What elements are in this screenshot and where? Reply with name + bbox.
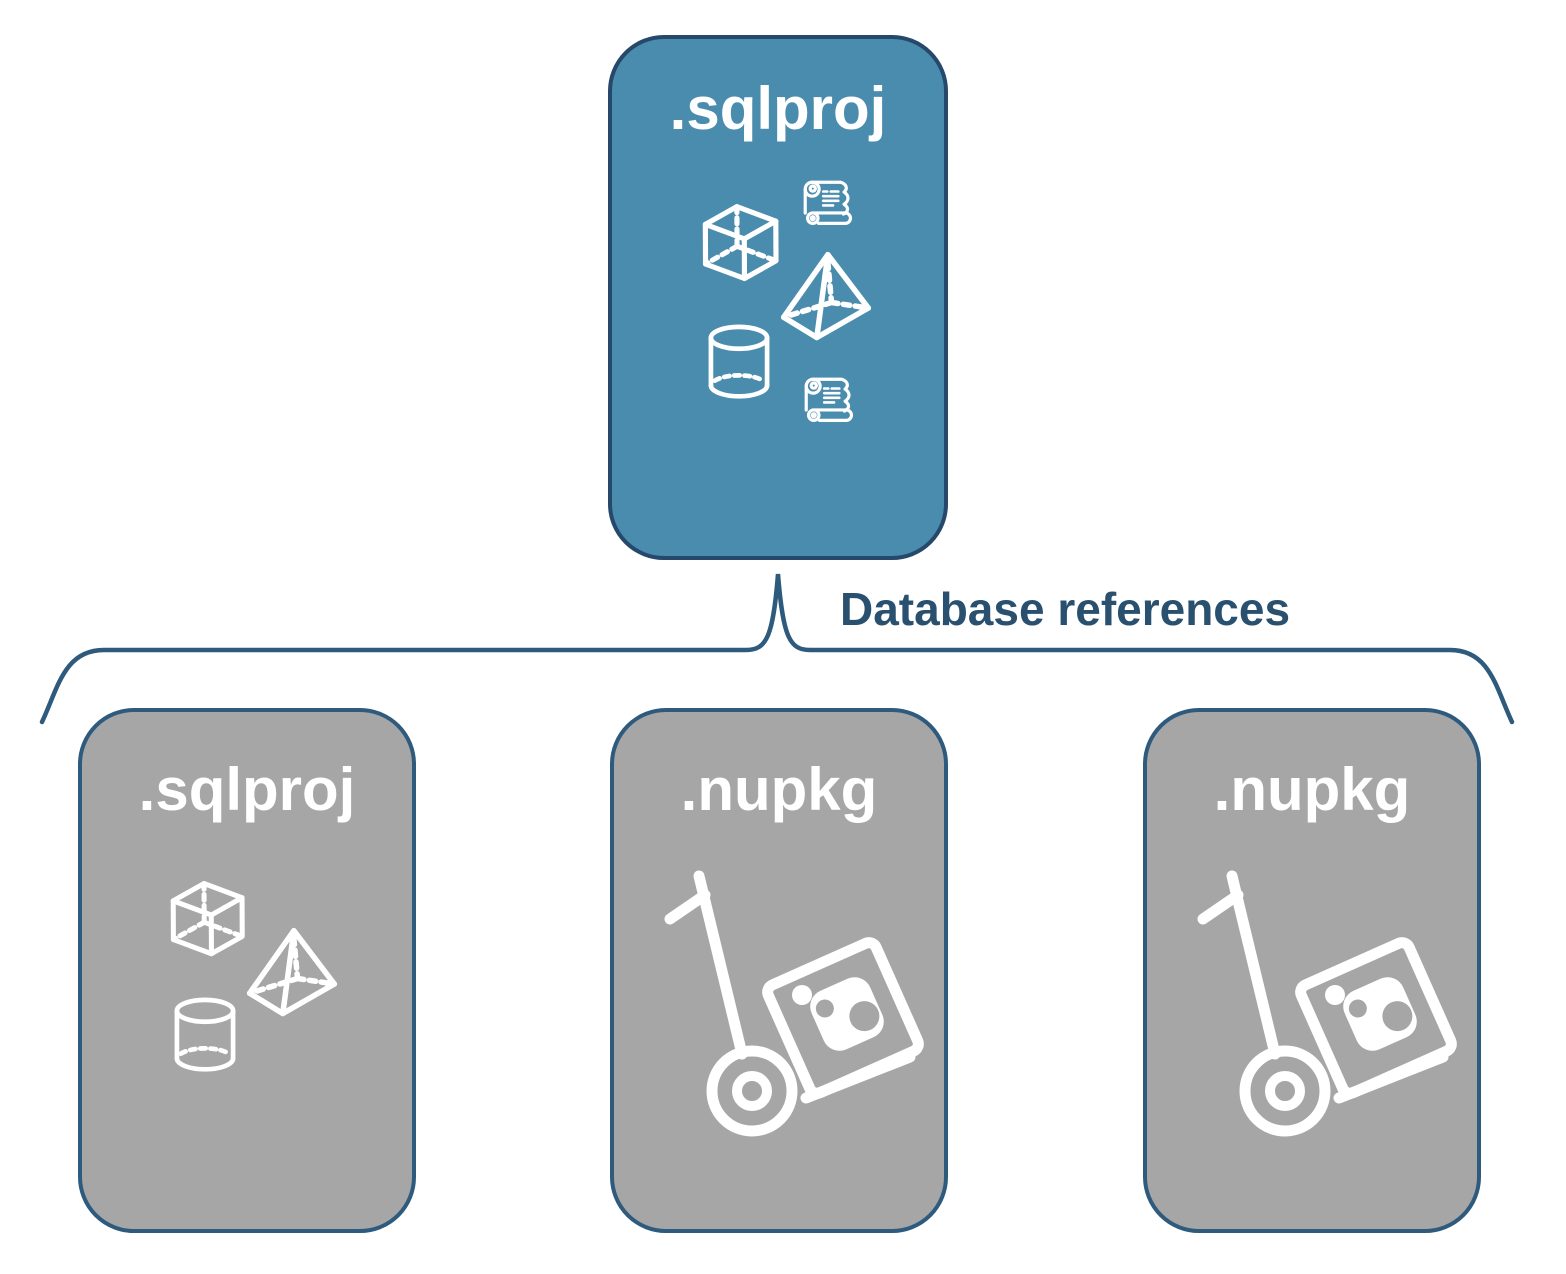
node-root-sqlproj: .sqlproj [608, 35, 948, 560]
connector-label: Database references [840, 583, 1291, 635]
node-title: .sqlproj [138, 756, 356, 823]
node-child-nupkg-2: .nupkg [1143, 708, 1481, 1233]
database-cylinder-icon [705, 323, 773, 401]
script-scroll-icon [801, 374, 859, 432]
nuget-dolly-icon [657, 864, 937, 1144]
node-title: .nupkg [1213, 756, 1411, 823]
nuget-dolly-icon [1190, 864, 1470, 1144]
node-child-nupkg-1: .nupkg [610, 708, 948, 1233]
pyramid-icon [775, 251, 877, 343]
pyramid-icon [241, 927, 343, 1019]
script-scroll-icon [800, 177, 858, 235]
database-cylinder-icon [171, 996, 239, 1074]
node-title: .nupkg [680, 756, 878, 823]
node-title: .sqlproj [669, 75, 887, 142]
node-child-sqlproj: .sqlproj [78, 708, 416, 1233]
